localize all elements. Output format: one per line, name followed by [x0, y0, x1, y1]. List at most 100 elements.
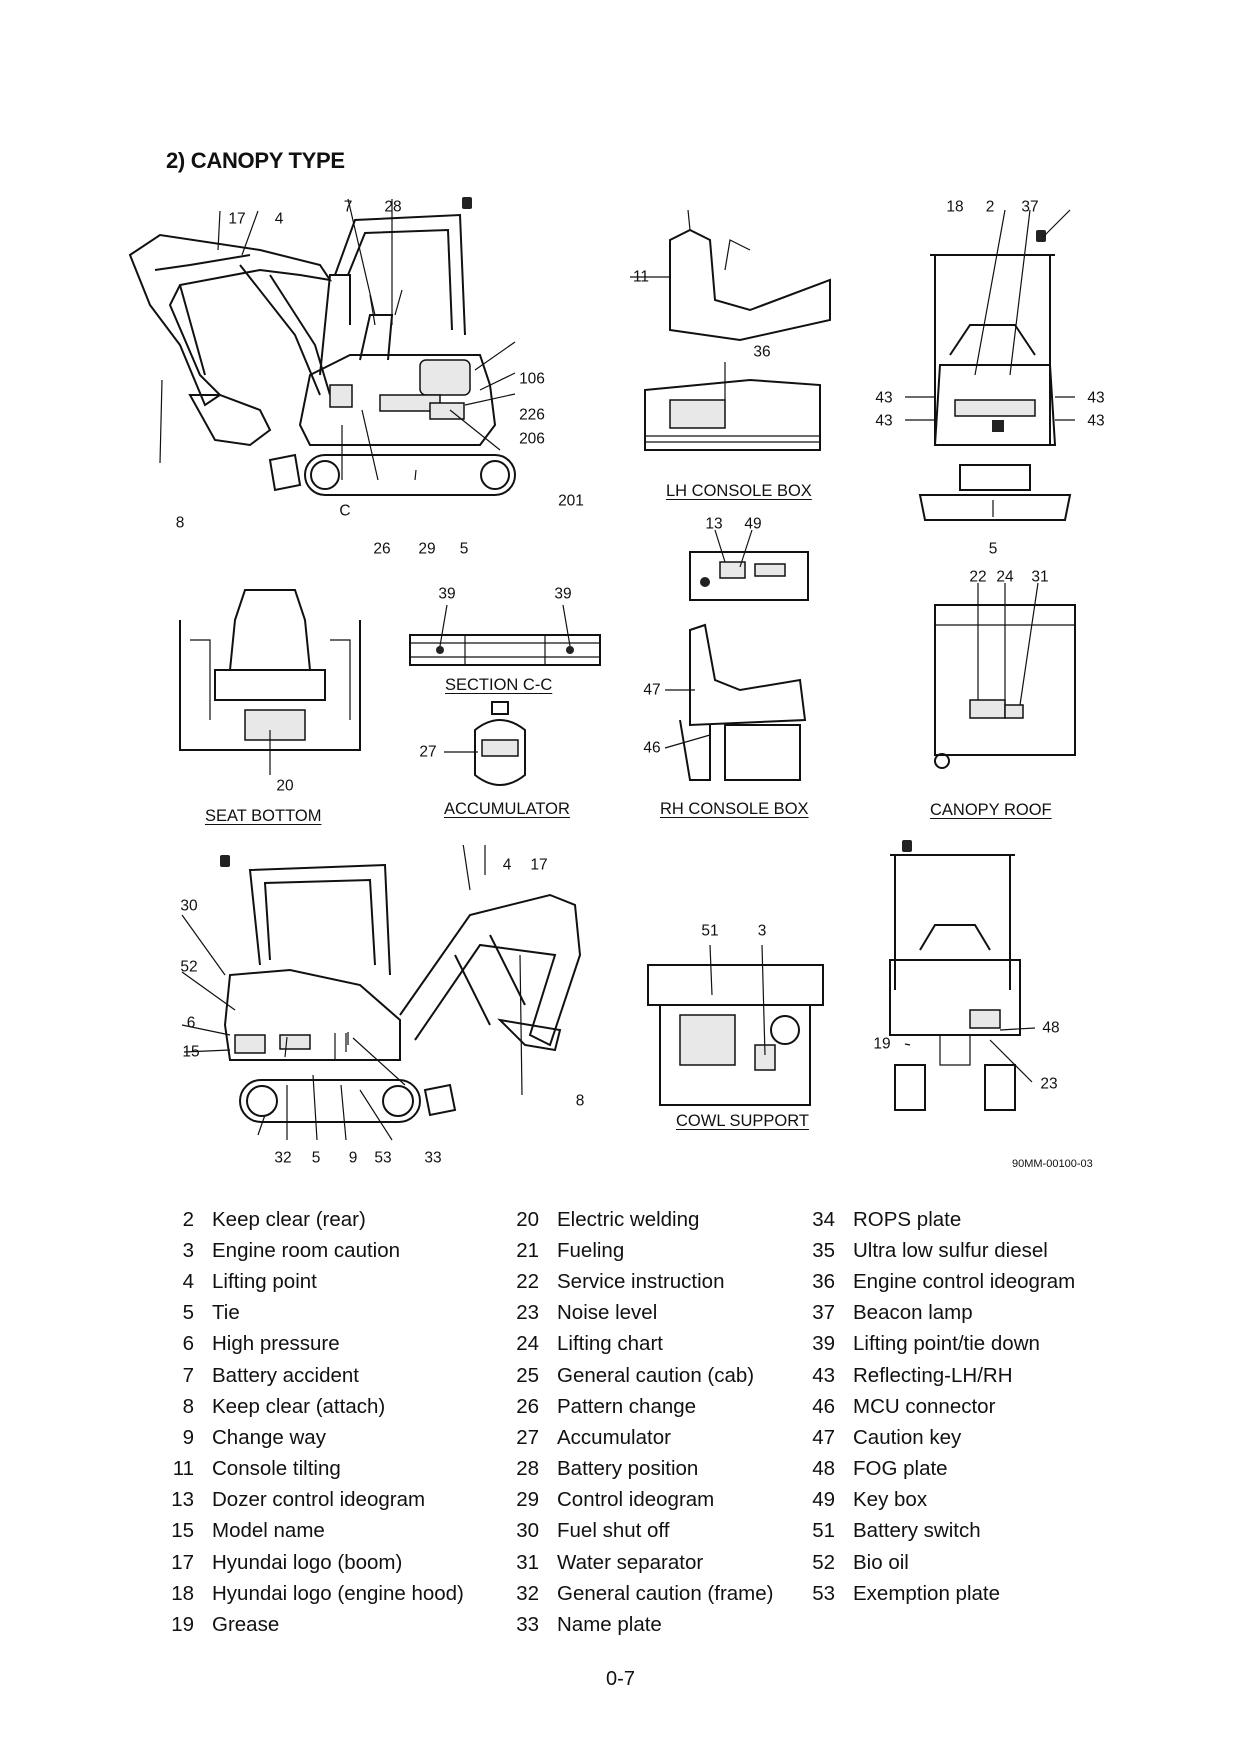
legend-label: Keep clear (rear): [212, 1207, 366, 1231]
legend-number: 11: [172, 1457, 194, 1481]
legend-item: 31 Water separator: [505, 1547, 801, 1578]
caption-section-cc: SECTION C-C: [445, 676, 553, 694]
callout: 5: [311, 1149, 321, 1167]
legend-number: 53: [812, 1581, 835, 1605]
legend-number: 21: [516, 1238, 539, 1262]
callout: 22: [969, 568, 987, 586]
legend-number: 49: [812, 1488, 835, 1512]
legend-number: 46: [812, 1394, 835, 1418]
legend-label: Battery accident: [212, 1363, 359, 1387]
legend-label: Electric welding: [557, 1207, 700, 1231]
callout: 13: [705, 515, 723, 533]
legend-number: 5: [182, 1301, 194, 1325]
diagram-canopy-roof: 22 24 31 CANOPY ROOF: [920, 565, 1090, 825]
legend-number: 35: [812, 1238, 835, 1262]
legend-number: 28: [516, 1457, 539, 1481]
legend-number: 19: [171, 1613, 194, 1637]
legend-number: 48: [812, 1457, 835, 1481]
callout: 26: [373, 540, 391, 558]
lh-console-box-drawing: [630, 210, 831, 451]
legend-number: 36: [812, 1269, 835, 1293]
legend-number: 17: [171, 1550, 194, 1574]
legend-label: Hyundai logo (boom): [212, 1550, 403, 1574]
legend-number: 43: [812, 1363, 835, 1387]
legend-label: Accumulator: [557, 1425, 671, 1449]
callout: 7: [343, 198, 353, 216]
diagram-section-cc: 39 39 SECTION C-C: [405, 580, 605, 700]
callout: 18: [946, 198, 964, 216]
legend-label: Key box: [853, 1488, 928, 1512]
legend-number: 13: [171, 1488, 194, 1512]
callout: 43: [875, 389, 893, 407]
section-marker: C: [339, 502, 351, 520]
callout: 11: [632, 268, 650, 286]
legend-number: 51: [812, 1519, 835, 1543]
legend-item: 17 Hyundai logo (boom): [160, 1547, 505, 1578]
legend-number: 37: [812, 1301, 835, 1325]
legend-label: Keep clear (attach): [212, 1394, 386, 1418]
callout: 47: [643, 681, 661, 699]
callout: 106: [519, 370, 545, 388]
diagram-cowl-support: 51 3 COWL SUPPORT: [640, 915, 840, 1145]
page-number: 0-7: [606, 1668, 635, 1690]
legend-label: Ultra low sulfur diesel: [853, 1238, 1048, 1262]
legend-label: Fueling: [557, 1238, 625, 1262]
legend-label: Hyundai logo (engine hood): [212, 1581, 464, 1605]
legend-label: Reflecting-LH/RH: [853, 1363, 1013, 1387]
legend-number: 24: [516, 1332, 539, 1356]
diagram-side-view-right: 4 17 30 52 6 15 8 32 5 9 53 33: [170, 845, 670, 1175]
callout: 53: [374, 1149, 392, 1167]
legend-label: Exemption plate: [853, 1581, 1001, 1605]
callout: 3: [757, 922, 767, 940]
legend-number: 31: [516, 1550, 539, 1574]
rh-console-box-drawing: [664, 623, 807, 781]
callout: 27: [419, 743, 437, 761]
legend-number: 15: [171, 1519, 194, 1543]
caption-seat-bottom: SEAT BOTTOM: [205, 807, 322, 825]
cowl-support-drawing: [647, 944, 824, 1106]
legend-item: 49 Key box: [801, 1485, 1091, 1516]
callout: 37: [1021, 198, 1039, 216]
rh-console-top-drawing: [689, 529, 809, 601]
legend-label: Dozer control ideogram: [212, 1488, 426, 1512]
callout: 5: [988, 540, 998, 558]
legend-item: 35 Ultra low sulfur diesel: [801, 1235, 1091, 1266]
legend-number: 18: [171, 1581, 194, 1605]
callout: 32: [274, 1149, 292, 1167]
legend-label: General caution (cab): [557, 1363, 755, 1387]
section-cc-drawing: [409, 604, 601, 666]
callout: 2: [985, 198, 995, 216]
legend-label: Water separator: [557, 1550, 704, 1574]
legend-label: Control ideogram: [557, 1488, 715, 1512]
legend-item: 13 Dozer control ideogram: [160, 1485, 505, 1516]
callout: 23: [1040, 1075, 1058, 1093]
diagram-seat-bottom: 20 SEAT BOTTOM: [170, 580, 370, 830]
legend-number: 3: [182, 1238, 194, 1262]
caption-lh-console-box: LH CONSOLE BOX: [666, 482, 812, 500]
caption-canopy-roof: CANOPY ROOF: [930, 801, 1052, 819]
callout: 19: [873, 1035, 891, 1053]
callout: 17: [530, 856, 548, 874]
legend-item: 53 Exemption plate: [801, 1578, 1091, 1609]
legend-number: 47: [812, 1425, 835, 1449]
legend-label: Console tilting: [212, 1457, 341, 1481]
diagram-lh-console-box: 11 36 LH CONSOLE BOX: [630, 210, 840, 510]
legend-label: Service instruction: [557, 1269, 725, 1293]
legend-number: 32: [516, 1581, 539, 1605]
callout: 51: [701, 922, 719, 940]
